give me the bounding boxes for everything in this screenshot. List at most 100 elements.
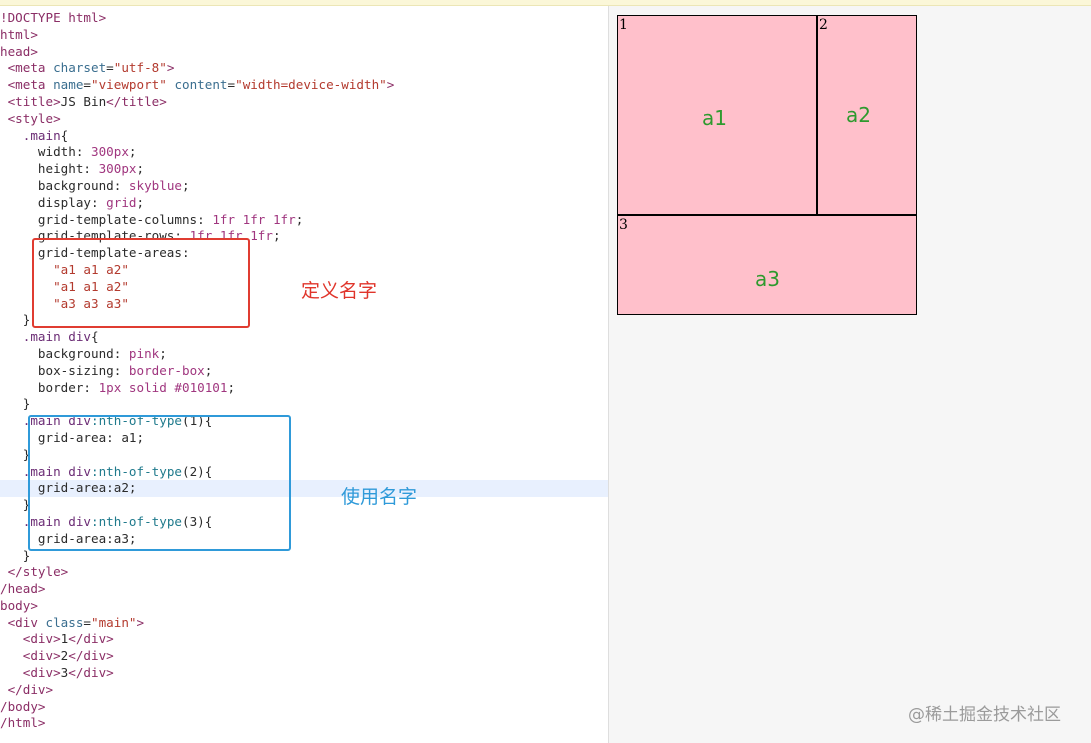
code-line[interactable]: .main div:nth-of-type(3){ (0, 514, 608, 531)
code-token: ; (204, 362, 213, 378)
code-token: = (83, 614, 92, 630)
code-line[interactable]: .main{ (0, 128, 608, 145)
code-token: (2){ (182, 463, 213, 479)
code-line[interactable]: !DOCTYPE html> (0, 10, 608, 27)
code-token: /html> (0, 715, 46, 731)
code-line[interactable]: grid-area: a1; (0, 430, 608, 447)
code-token: <title> (0, 93, 61, 109)
code-line[interactable]: /body> (0, 699, 608, 716)
code-token: </div> (0, 681, 54, 697)
code-token: grid (106, 194, 137, 210)
code-line[interactable]: background: skyblue; (0, 178, 608, 195)
code-token: "a1 a1 a2" (0, 261, 129, 277)
code-token: class (45, 614, 84, 630)
code-token: !DOCTYPE html> (0, 10, 107, 25)
code-token: background: (0, 177, 129, 193)
grid-preview: 1 a1 2 a2 3 a3 (617, 15, 917, 315)
define-names-highlight-box (32, 238, 250, 328)
code-line[interactable]: head> (0, 44, 608, 61)
code-token: 1px solid #010101 (98, 379, 228, 395)
code-token: 1 (60, 631, 69, 647)
code-token: display: (0, 194, 107, 210)
code-token: } (0, 547, 31, 563)
code-line[interactable]: <div class="main"> (0, 615, 608, 632)
code-line[interactable]: border: 1px solid #010101; (0, 380, 608, 397)
code-line[interactable]: box-sizing: border-box; (0, 363, 608, 380)
code-token: .main div (0, 463, 91, 479)
code-token: ; (136, 194, 145, 210)
code-token: charset (53, 60, 107, 76)
cell-number: 2 (819, 17, 828, 33)
use-names-highlight-box (28, 415, 291, 551)
code-line[interactable]: } (0, 396, 608, 413)
code-token: 300px (98, 161, 137, 177)
code-line[interactable]: display: grid; (0, 195, 608, 212)
code-line[interactable]: /head> (0, 581, 608, 598)
code-token: ; (181, 177, 190, 193)
code-token: = (83, 77, 92, 93)
code-token: .main div (0, 329, 91, 345)
code-token: <div> (0, 665, 61, 681)
code-line[interactable]: <div>3</div> (0, 665, 608, 682)
code-token: content (174, 77, 228, 93)
area-label-a3: a3 (755, 267, 780, 291)
code-line[interactable]: </style> (0, 564, 608, 581)
code-line[interactable]: height: 300px; (0, 161, 608, 178)
code-line[interactable]: <title>JS Bin</title> (0, 94, 608, 111)
code-token: name (53, 77, 84, 93)
code-token: 3 (60, 665, 69, 681)
code-token: "viewport" (91, 77, 167, 93)
code-token: width: (0, 144, 91, 160)
code-line[interactable]: <div>1</div> (0, 631, 608, 648)
code-token: body> (0, 597, 38, 613)
top-strip (0, 0, 1091, 6)
code-line[interactable]: grid-template-areas: (0, 245, 608, 262)
cell-number: 3 (619, 217, 628, 233)
code-line[interactable]: .main div{ (0, 329, 608, 346)
code-token: ; (136, 161, 145, 177)
code-token: ; (227, 379, 236, 395)
code-token: JS Bin (60, 93, 107, 109)
code-line[interactable]: background: pink; (0, 346, 608, 363)
code-line[interactable]: </div> (0, 682, 608, 699)
code-token: ; (159, 345, 167, 361)
code-token: <style> (0, 110, 61, 126)
code-token: grid-area: a1; (0, 429, 145, 445)
code-token: </div> (68, 665, 114, 681)
code-token: grid-area:a3; (0, 530, 137, 546)
code-line[interactable]: } (0, 497, 608, 514)
code-line[interactable]: .main div:nth-of-type(2){ (0, 464, 608, 481)
pane-divider[interactable] (608, 6, 609, 743)
code-token: </title> (106, 93, 167, 109)
code-line[interactable]: <meta name="viewport" content="width=dev… (0, 77, 608, 94)
code-line[interactable]: <style> (0, 111, 608, 128)
code-line[interactable]: <div>2</div> (0, 648, 608, 665)
code-line[interactable]: grid-area:a2; (0, 480, 608, 498)
code-token: } (0, 497, 31, 513)
code-line[interactable]: /html> (0, 715, 608, 732)
grid-cell-a1: 1 a1 (617, 15, 817, 215)
use-names-annotation: 使用名字 (341, 486, 418, 508)
code-token: } (0, 446, 31, 462)
code-line[interactable]: } (0, 447, 608, 464)
grid-cell-a2: 2 a2 (817, 15, 917, 215)
code-editor[interactable]: !DOCTYPE html>html>head> <meta charset="… (0, 10, 608, 732)
code-line[interactable]: "a1 a1 a2" (0, 279, 608, 296)
code-line[interactable]: } (0, 548, 608, 565)
code-line[interactable]: html> (0, 27, 608, 44)
code-line[interactable]: grid-template-columns: 1fr 1fr 1fr; (0, 212, 608, 229)
code-token: 300px (91, 144, 129, 160)
code-editor-pane[interactable]: !DOCTYPE html>html>head> <meta charset="… (0, 6, 608, 743)
code-line[interactable]: <meta charset="utf-8"> (0, 60, 608, 77)
code-line[interactable]: } (0, 312, 608, 329)
code-line[interactable]: "a3 a3 a3" (0, 296, 608, 313)
area-label-a1: a1 (702, 106, 727, 130)
code-line[interactable]: width: 300px; (0, 144, 608, 161)
code-line[interactable]: body> (0, 598, 608, 615)
code-token: } (0, 396, 31, 412)
code-line[interactable]: grid-area:a3; (0, 531, 608, 548)
code-token: border-box (128, 362, 205, 378)
code-line[interactable]: "a1 a1 a2" (0, 262, 608, 279)
code-token: "main" (91, 614, 137, 630)
code-token: <meta (0, 77, 54, 93)
